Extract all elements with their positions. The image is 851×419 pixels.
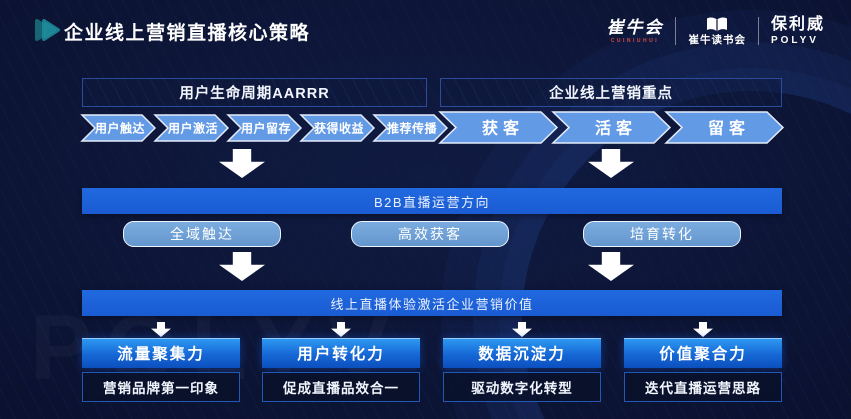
pillar-desc-label: 驱动数字化转型 [471,381,573,396]
focus-chevron-label: 获客 [482,119,524,138]
down-arrow-icon [219,252,265,281]
pillar-title-box: 价值聚合力 [624,338,782,368]
stage-chevron-label: 用户触达 [94,121,145,136]
direction-pill-label: 全域触达 [170,226,234,242]
pillar-title-label: 数据沉淀力 [478,346,566,363]
pillar-desc-box: 促成直播品效合一 [262,372,420,402]
top-bar: 企业线上营销直播核心策略 崔牛会 CUINIUHUI 崔牛读书会 保利威 PO [0,0,851,58]
cuiniuhui-logo-subtext: CUINIUHUI [610,37,660,44]
pillar-desc-label: 迭代直播运营思路 [645,381,761,396]
pillar-desc-box: 迭代直播运营思路 [624,372,782,402]
focus-header: 企业线上营销重点 [440,78,782,107]
focus-header-label: 企业线上营销重点 [549,86,673,102]
pillar-title-box: 流量聚集力 [82,338,240,368]
pillar-title-label: 价值聚合力 [659,346,747,363]
pillar-desc-label: 营销品牌第一印象 [103,381,219,396]
stage-chevron: 推荐传播 [372,114,449,142]
stage-chevron-label: 获得收益 [313,121,364,136]
polyv-logo-cn: 保利威 [770,15,825,33]
pillar-desc-label: 促成直播品效合一 [283,381,399,396]
direction-pill-label: 高效获客 [398,226,462,242]
focus-chevron: 留客 [664,111,785,144]
play-logo-icon [33,16,65,44]
down-arrow-icon [151,322,171,337]
pillar-title-label: 流量聚集力 [117,346,205,363]
value-bar: 线上直播体验激活企业营销价值 [82,290,782,316]
logo-separator [675,17,677,45]
lifecycle-stage-chevrons: 用户触达 用户激活 用户留存 获得收益 推荐传播 [80,114,449,142]
pillar-title-box: 数据沉淀力 [443,338,601,368]
focus-chevron-label: 留客 [708,119,750,138]
direction-pill-label: 培育转化 [630,226,694,242]
value-bar-label: 线上直播体验激活企业营销价值 [330,296,534,312]
direction-pill: 高效获客 [351,221,509,247]
down-arrow-icon [512,322,532,337]
logo-separator [757,17,759,45]
down-arrow-icon [331,322,351,337]
partner-logos: 崔牛会 CUINIUHUI 崔牛读书会 保利威 POLYV [606,10,825,52]
pillar-title-label: 用户转化力 [297,346,385,363]
direction-pill: 全域触达 [123,221,281,247]
focus-chevron: 获客 [438,111,559,144]
stage-chevron-label: 用户留存 [240,121,291,136]
b2b-direction-label: B2B直播运营方向 [373,194,491,210]
cuiniuhui-logo-text: 崔牛会 [606,17,664,37]
lifecycle-header-label: 用户生命周期AARRR [179,86,330,102]
down-arrow-icon [588,252,634,281]
stage-chevron: 获得收益 [299,114,376,142]
stage-chevron: 用户激活 [153,114,230,142]
stage-chevron-label: 推荐传播 [387,121,438,136]
diagram-canvas: 用户生命周期AARRR 企业线上营销重点 用户触达 用户激活 用户留存 获得收益 [80,0,785,419]
open-book-icon [706,17,728,32]
pillar-desc-box: 驱动数字化转型 [443,372,601,402]
focus-stage-chevrons: 获客 活客 留客 [438,111,785,144]
down-arrow-icon [588,149,634,178]
polyv-logo: 保利威 POLYV [770,15,825,46]
lifecycle-header: 用户生命周期AARRR [82,78,427,107]
focus-chevron: 活客 [551,111,672,144]
focus-chevron-label: 活客 [595,119,637,138]
b2b-direction-bar: B2B直播运营方向 [82,188,782,214]
stage-chevron-label: 用户激活 [167,121,218,136]
slide-title: 企业线上营销直播核心策略 [64,23,311,44]
polyv-logo-en: POLYV [770,34,819,46]
pillar-title-box: 用户转化力 [262,338,420,368]
down-arrow-icon [693,322,713,337]
dushuhui-logo-text: 崔牛读书会 [688,33,746,46]
dushuhui-logo: 崔牛读书会 [688,17,746,46]
stage-chevron: 用户留存 [226,114,303,142]
direction-pill: 培育转化 [583,221,741,247]
down-arrow-icon [219,149,265,178]
pillar-desc-box: 营销品牌第一印象 [82,372,240,402]
stage-chevron: 用户触达 [80,114,157,142]
cuiniuhui-logo: 崔牛会 CUINIUHUI [606,19,663,44]
